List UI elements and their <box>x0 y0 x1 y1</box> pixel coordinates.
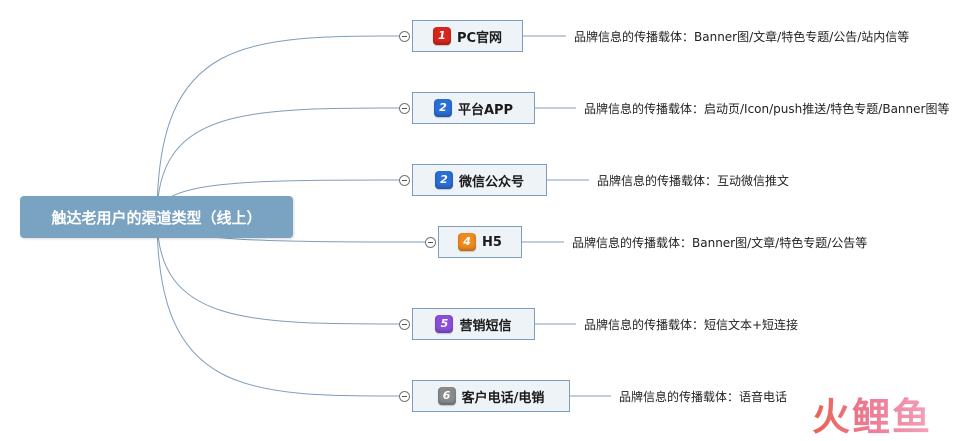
branch-topic-label: 客户电话/电销 <box>461 390 545 406</box>
branch-connector <box>156 107 407 218</box>
collapse-toggle-icon[interactable] <box>399 31 410 42</box>
root-topic[interactable]: 触达老用户的渠道类型（线上） <box>20 196 293 238</box>
collapse-toggle-icon[interactable] <box>399 175 410 186</box>
branch-topic[interactable]: 2 平台APP <box>412 92 535 124</box>
branch-connector <box>156 216 407 397</box>
collapse-toggle-icon[interactable] <box>399 319 410 330</box>
branch-description[interactable]: 品牌信息的传播载体：短信文本+短连接 <box>584 318 799 332</box>
branch-topic-label: 微信公众号 <box>458 174 524 190</box>
branch-topic[interactable]: 6 客户电话/电销 <box>412 380 570 412</box>
branch-topic[interactable]: 1 PC官网 <box>412 20 523 52</box>
branch-description[interactable]: 品牌信息的传播载体：Banner图/文章/特色专题/公告等 <box>572 236 868 250</box>
branch-description[interactable]: 品牌信息的传播载体：启动页/Icon/push推送/特色专题/Banner图等 <box>584 102 950 116</box>
branch-topic[interactable]: 4 H5 <box>438 226 522 258</box>
branch-description[interactable]: 品牌信息的传播载体：语音电话 <box>619 390 788 404</box>
collapse-toggle-icon[interactable] <box>425 237 436 248</box>
branch-topic-label: PC官网 <box>456 30 503 46</box>
branch-description[interactable]: 品牌信息的传播载体：Banner图/文章/特色专题/公告/站内信等 <box>574 30 910 44</box>
collapse-toggle-icon[interactable] <box>399 103 410 114</box>
priority-badge-icon: 4 <box>458 233 477 251</box>
branch-topic[interactable]: 2 微信公众号 <box>412 164 547 196</box>
branch-topic[interactable]: 5 营销短信 <box>412 308 535 340</box>
root-topic-label: 触达老用户的渠道类型（线上） <box>51 208 262 227</box>
priority-badge-icon: 6 <box>437 387 456 405</box>
priority-badge-icon: 1 <box>432 27 451 45</box>
watermark-logo: 火鲤鱼 <box>812 386 932 441</box>
branch-connector <box>156 35 407 218</box>
branch-topic-label: 营销短信 <box>459 318 512 334</box>
priority-badge-icon: 2 <box>434 171 453 189</box>
branch-topic-label: H5 <box>482 234 502 250</box>
priority-badge-icon: 2 <box>433 99 452 117</box>
collapse-toggle-icon[interactable] <box>399 391 410 402</box>
branch-connector <box>156 216 407 325</box>
priority-badge-icon: 5 <box>435 315 454 333</box>
branch-description[interactable]: 品牌信息的传播载体：互动微信推文 <box>597 174 790 188</box>
branch-topic-label: 平台APP <box>457 102 514 118</box>
